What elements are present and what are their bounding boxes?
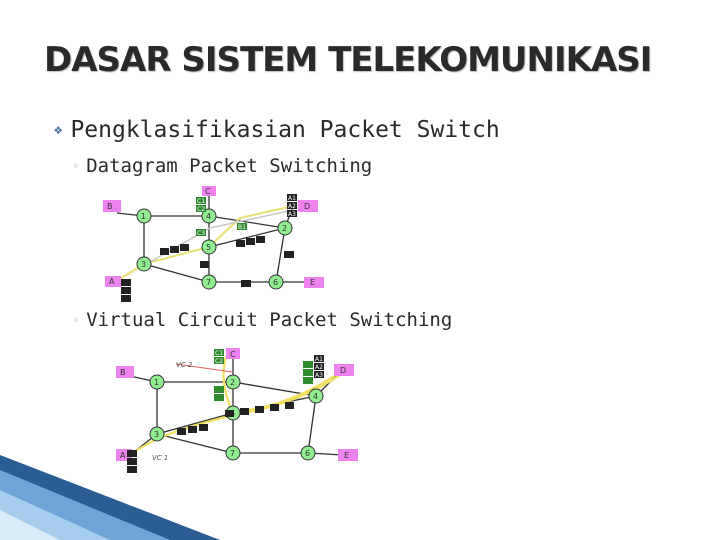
packet-label: B1 — [238, 224, 246, 231]
node-label: 3 — [154, 430, 159, 439]
vc-label: VC 2 — [176, 361, 193, 369]
host-label: A — [109, 277, 115, 286]
node-label: 2 — [282, 224, 287, 233]
node-label: 4 — [206, 212, 211, 221]
node-label: 5 — [206, 243, 211, 252]
sub-bullet-text: Datagram Packet Switching — [86, 155, 373, 177]
heading-text: Pengklasifikasian Packet Switch — [70, 117, 500, 143]
node-label: 7 — [230, 449, 235, 458]
packet-label: C2 — [197, 206, 205, 213]
node-label: 6 — [305, 449, 310, 458]
node-label: 1 — [141, 212, 146, 221]
diamond-bullet-icon: ❖ — [54, 122, 63, 138]
packet-label: A3 — [288, 211, 296, 218]
host-label: D — [340, 366, 346, 375]
node-label: 1 — [154, 378, 159, 387]
circle-bullet-icon: ◦ — [72, 159, 80, 173]
node-label: 7 — [206, 278, 211, 287]
circle-bullet-icon: ◦ — [72, 313, 80, 327]
packet-label: A1 — [315, 356, 323, 363]
node-label: 3 — [141, 260, 146, 269]
packet-label: C3 — [197, 230, 205, 237]
packet-label: C1 — [197, 198, 205, 205]
heading-bullet: ❖ Pengklasifikasian Packet Switch — [54, 117, 500, 143]
packet-label: A2 — [315, 364, 323, 371]
corner-decoration — [0, 455, 220, 540]
host-label: A — [120, 451, 126, 460]
packet-label: C1 — [215, 350, 223, 357]
packet-label: C2 — [215, 358, 223, 365]
host-label: B — [120, 368, 126, 377]
packet-label: A2 — [288, 203, 296, 210]
host-label: D — [304, 202, 310, 211]
host-label: E — [310, 278, 315, 287]
host-label: E — [344, 451, 349, 460]
virtual-circuit-network-diagram: VC 2 VC 1 B C D A E 1 2 4 5 3 7 6 C1 C2 — [116, 348, 358, 473]
datagram-network-diagram: B C D A E 1 4 2 5 3 7 6 C1 C2 A1 A2 A3 B… — [103, 186, 324, 302]
host-label: B — [107, 202, 113, 211]
sub-bullet-datagram: ◦ Datagram Packet Switching — [72, 155, 372, 177]
node-label: 2 — [230, 378, 235, 387]
host-label: C — [230, 350, 236, 359]
node-label: 4 — [313, 392, 318, 401]
packet-label: A3 — [315, 372, 323, 379]
slide-title: DASAR SISTEM TELEKOMUNIKASI — [44, 40, 652, 80]
packet-label: A1 — [288, 195, 296, 202]
host-label: C — [205, 187, 211, 196]
sub-bullet-virtual-circuit: ◦ Virtual Circuit Packet Switching — [72, 309, 452, 331]
vc-label: VC 1 — [152, 454, 168, 462]
sub-bullet-text: Virtual Circuit Packet Switching — [86, 309, 453, 331]
node-label: 6 — [273, 278, 278, 287]
